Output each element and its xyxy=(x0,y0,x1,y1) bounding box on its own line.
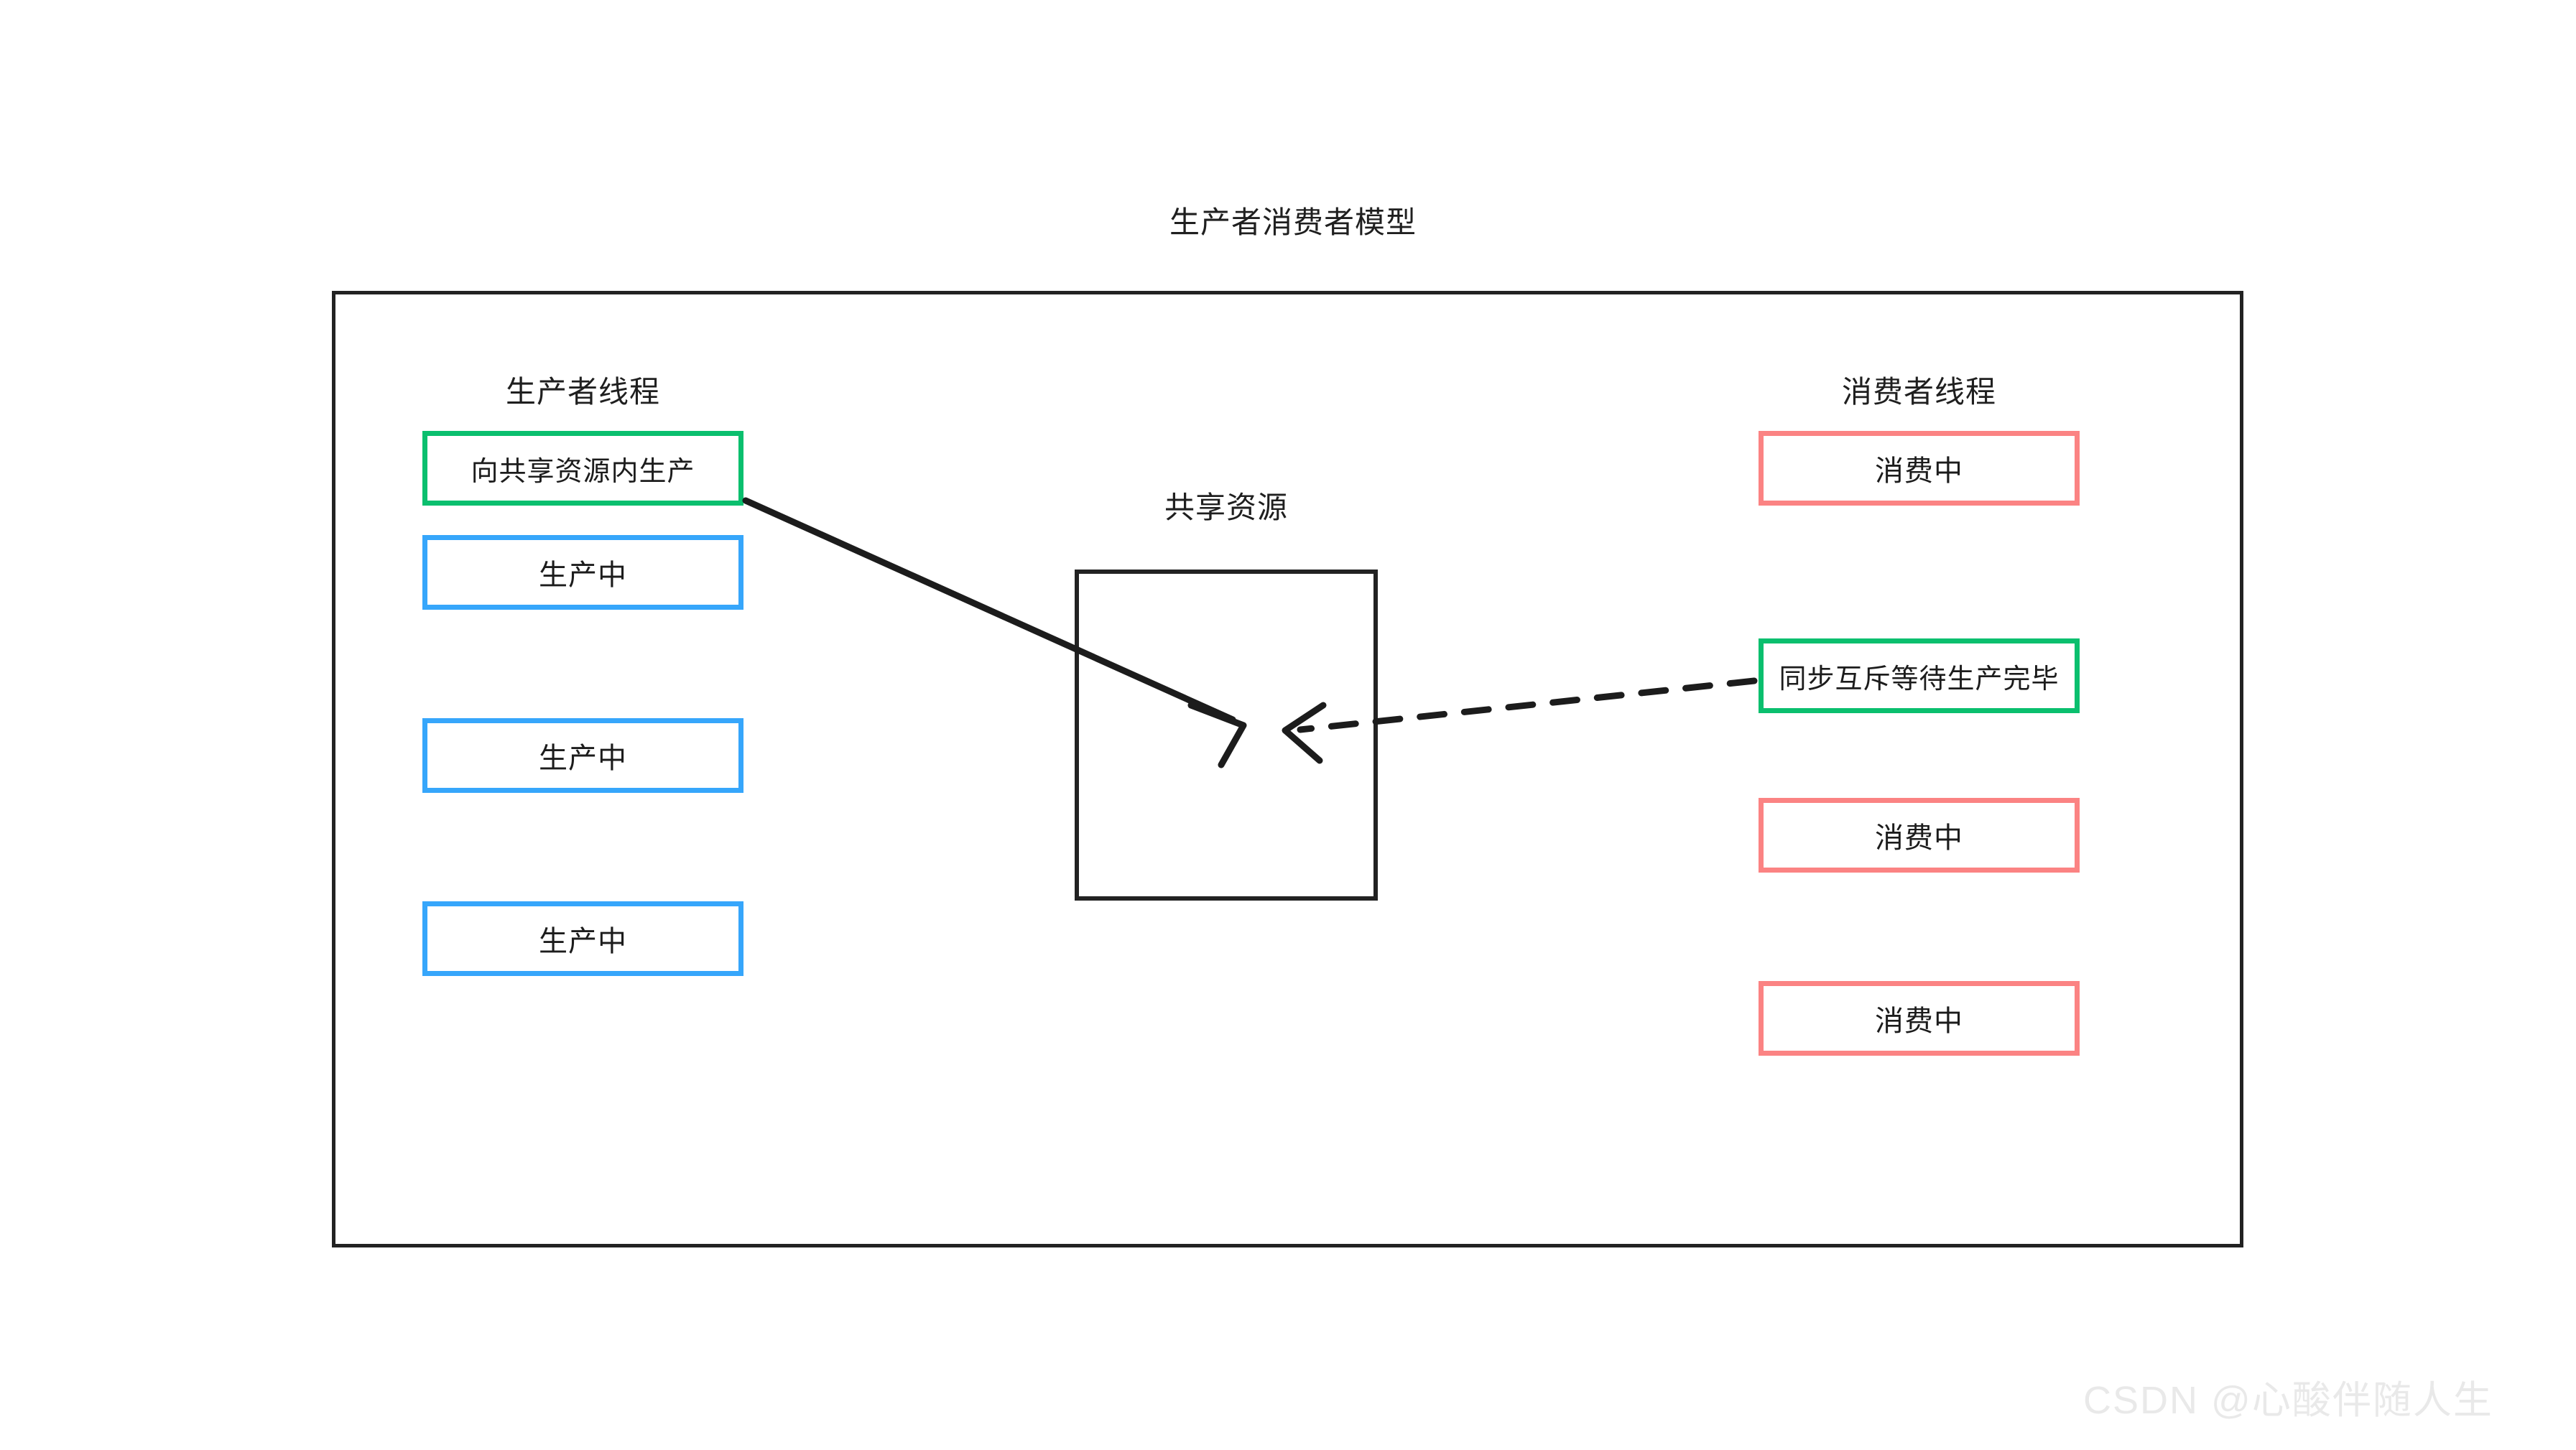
csdn-watermark: CSDN @心酸伴随人生 xyxy=(2083,1379,2493,1422)
producer-box-0[interactable]: 向共享资源内生产 xyxy=(422,431,743,506)
diagram-outer-frame xyxy=(332,291,2243,1247)
producer-column-header: 生产者线程 xyxy=(505,375,660,409)
producer-box-1[interactable]: 生产中 xyxy=(422,535,743,610)
consumer-box-2[interactable]: 消费中 xyxy=(1759,798,2080,873)
producer-box-3[interactable]: 生产中 xyxy=(422,901,743,976)
shared-resource-box[interactable] xyxy=(1075,570,1378,901)
consumer-column-header: 消费者线程 xyxy=(1841,375,1996,409)
consumer-box-0[interactable]: 消费中 xyxy=(1759,431,2080,506)
producer-box-2[interactable]: 生产中 xyxy=(422,718,743,793)
consumer-box-1[interactable]: 同步互斥等待生产完毕 xyxy=(1759,638,2080,713)
shared-resource-label: 共享资源 xyxy=(1164,491,1288,524)
consumer-box-3[interactable]: 消费中 xyxy=(1759,981,2080,1056)
page-title: 生产者消费者模型 xyxy=(1169,205,1417,239)
